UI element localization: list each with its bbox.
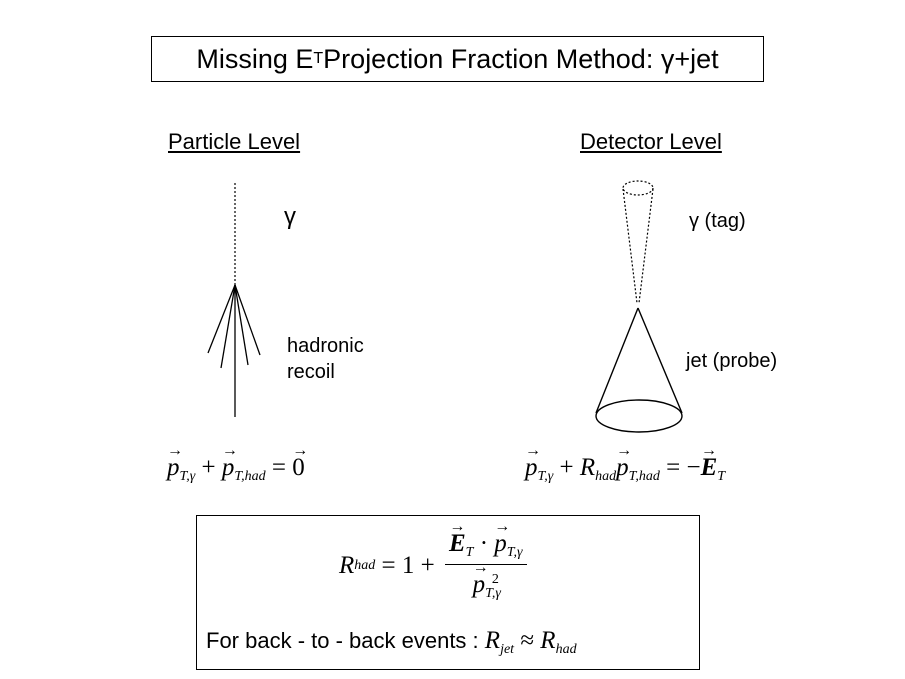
particle-level-equation: pT,γ + pT,had = 0 xyxy=(167,454,305,485)
r-symbol: R xyxy=(339,552,354,580)
subscript: T,γ xyxy=(507,545,523,560)
plus-sign: + xyxy=(195,454,222,481)
back-to-back-text: For back - to - back events : xyxy=(206,628,485,653)
particle-level-heading: Particle Level xyxy=(168,129,300,155)
title-subscript: T xyxy=(313,50,323,68)
jet-cone-right xyxy=(638,308,682,413)
r-symbol: R xyxy=(580,454,595,481)
r-symbol: R xyxy=(485,627,500,654)
equals-minus-sign: = − xyxy=(660,454,701,481)
dot-operator: · xyxy=(473,530,494,557)
probe-label: jet (probe) xyxy=(686,349,777,373)
recoil-label-line1: hadronic xyxy=(287,334,364,358)
subscript: T,had xyxy=(629,469,660,484)
p-vector: p xyxy=(494,530,507,558)
recoil-track xyxy=(221,285,235,368)
subscript: T,γ xyxy=(180,469,196,484)
recoil-label-line2: recoil xyxy=(287,360,335,384)
photon-label: γ xyxy=(284,203,296,232)
equals-one-plus: = 1 + xyxy=(375,552,441,580)
particle-level-diagram xyxy=(195,175,285,425)
recoil-track xyxy=(235,285,260,355)
p-vector: p xyxy=(222,454,235,482)
jet-cone-base xyxy=(596,400,682,432)
photon-cone-top xyxy=(623,181,653,195)
subscript: T,had xyxy=(234,469,265,484)
r-had-formula: Rhad = 1 + ET · pT,γ pT,γ2 xyxy=(339,530,527,602)
recoil-track xyxy=(208,285,235,353)
r-symbol: R xyxy=(540,627,555,654)
recoil-track xyxy=(235,285,248,365)
plus-sign: + xyxy=(553,454,580,481)
superscript: 2 xyxy=(492,572,499,587)
subscript: T,γ xyxy=(538,469,554,484)
detector-level-heading: Detector Level xyxy=(580,129,722,155)
p-vector: p xyxy=(525,454,538,482)
subscript: had xyxy=(595,469,616,484)
subscript: jet xyxy=(500,642,514,657)
equals-sign: = xyxy=(266,454,293,481)
formula-box: Rhad = 1 + ET · pT,γ pT,γ2 For back - to… xyxy=(196,515,700,670)
p-vector: p xyxy=(616,454,629,482)
title-suffix: Projection Fraction Method: γ+jet xyxy=(323,44,718,75)
p-vector: p xyxy=(167,454,180,482)
subscript: T xyxy=(717,469,725,484)
back-to-back-line: For back - to - back events : Rjet ≈ Rha… xyxy=(206,627,577,658)
fraction: ET · pT,γ pT,γ2 xyxy=(445,530,527,602)
title-prefix: Missing E xyxy=(196,44,313,75)
zero-vector: 0 xyxy=(292,454,305,482)
photon-cone-right xyxy=(639,189,653,303)
subscript: T,γ xyxy=(485,586,501,601)
p-vector: p xyxy=(473,571,486,599)
tag-label: γ (tag) xyxy=(689,209,746,233)
subscript: had xyxy=(556,642,577,657)
photon-cone-left xyxy=(623,189,637,303)
fraction-denominator: pT,γ2 xyxy=(473,565,499,602)
e-vector: E xyxy=(701,454,718,482)
detector-level-diagram xyxy=(590,175,690,440)
approx-sign: ≈ xyxy=(514,627,540,654)
detector-level-equation: pT,γ + RhadpT,had = −ET xyxy=(525,454,725,485)
e-vector: E xyxy=(449,530,466,558)
jet-cone-left xyxy=(596,308,638,413)
subscript: had xyxy=(354,558,375,574)
